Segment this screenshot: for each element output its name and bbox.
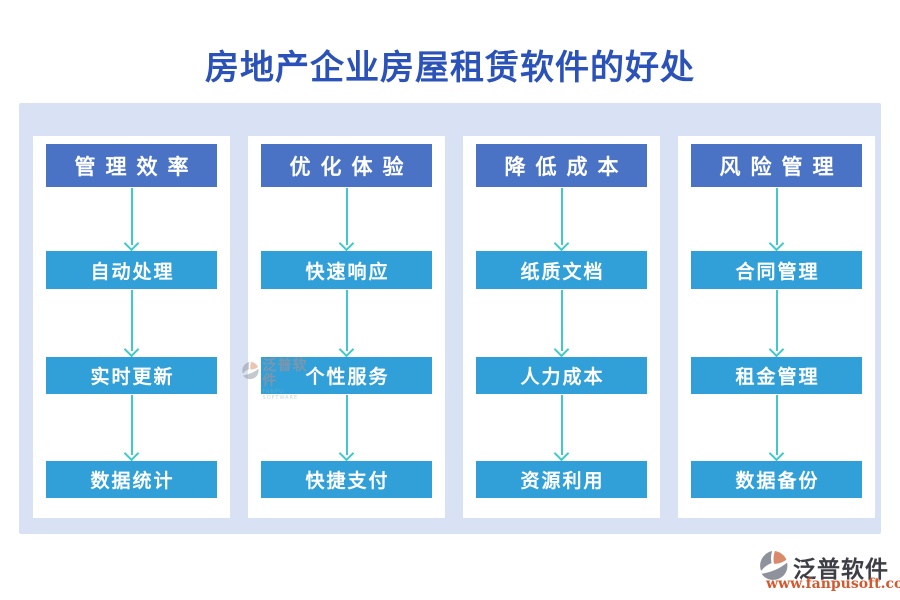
footer-url-text: www.fanpusoft.com xyxy=(766,576,900,592)
flow-step: 租金管理 xyxy=(691,357,862,394)
flow-step: 实时更新 xyxy=(46,357,217,394)
flow-step: 合同管理 xyxy=(691,251,862,289)
flow-step: 人力成本 xyxy=(476,357,647,394)
flow-step: 数据统计 xyxy=(46,461,217,498)
flow-step-label: 人力成本 xyxy=(520,366,605,388)
flow-step-label: 快捷支付 xyxy=(305,470,390,492)
flow-step: 快速响应 xyxy=(261,251,432,289)
column-header-label: 风险管理 xyxy=(719,153,844,179)
flow-step: 数据备份 xyxy=(691,461,862,498)
column-panel-optimize-experience: 优化体验 快速响应 个性服务 快捷支付 xyxy=(248,136,445,518)
column-header-label: 降低成本 xyxy=(504,153,629,179)
column-header: 优化体验 xyxy=(261,144,432,187)
flow-step: 纸质文档 xyxy=(476,251,647,289)
column-header: 管理效率 xyxy=(46,144,217,187)
column-panel-risk-management: 风险管理 合同管理 租金管理 数据备份 xyxy=(678,136,875,518)
column-header: 降低成本 xyxy=(476,144,647,187)
flow-step-label: 自动处理 xyxy=(90,260,175,283)
flow-step-label: 快速响应 xyxy=(305,260,390,283)
flow-step-label: 实时更新 xyxy=(90,366,175,388)
column-header-label: 优化体验 xyxy=(289,153,414,179)
footer-brand-text: 泛普软件 xyxy=(793,556,889,583)
flow-step-label: 纸质文档 xyxy=(520,260,605,283)
flow-step-label: 合同管理 xyxy=(735,260,820,283)
fanpu-logo-icon xyxy=(760,551,788,580)
page-title: 房地产企业房屋租赁软件的好处 xyxy=(205,48,695,88)
flow-step: 快捷支付 xyxy=(261,461,432,498)
flow-step: 资源利用 xyxy=(476,461,647,498)
column-panel-reduce-cost: 降低成本 纸质文档 人力成本 资源利用 xyxy=(463,136,660,518)
flow-step-label: 数据备份 xyxy=(735,470,820,492)
flow-step-label: 个性服务 xyxy=(305,366,390,388)
flow-step-label: 资源利用 xyxy=(520,470,605,492)
column-header-label: 管理效率 xyxy=(74,153,199,179)
flow-step: 自动处理 xyxy=(46,251,217,289)
flow-step-label: 数据统计 xyxy=(90,470,175,492)
column-panel-management-efficiency: 管理效率 自动处理 实时更新 数据统计 xyxy=(33,136,230,518)
flow-step: 个性服务 xyxy=(261,357,432,394)
column-header: 风险管理 xyxy=(691,144,862,187)
flow-step-label: 租金管理 xyxy=(735,366,820,388)
fanpu-branding: 泛普软件 www.fanpusoft.com xyxy=(756,548,900,592)
